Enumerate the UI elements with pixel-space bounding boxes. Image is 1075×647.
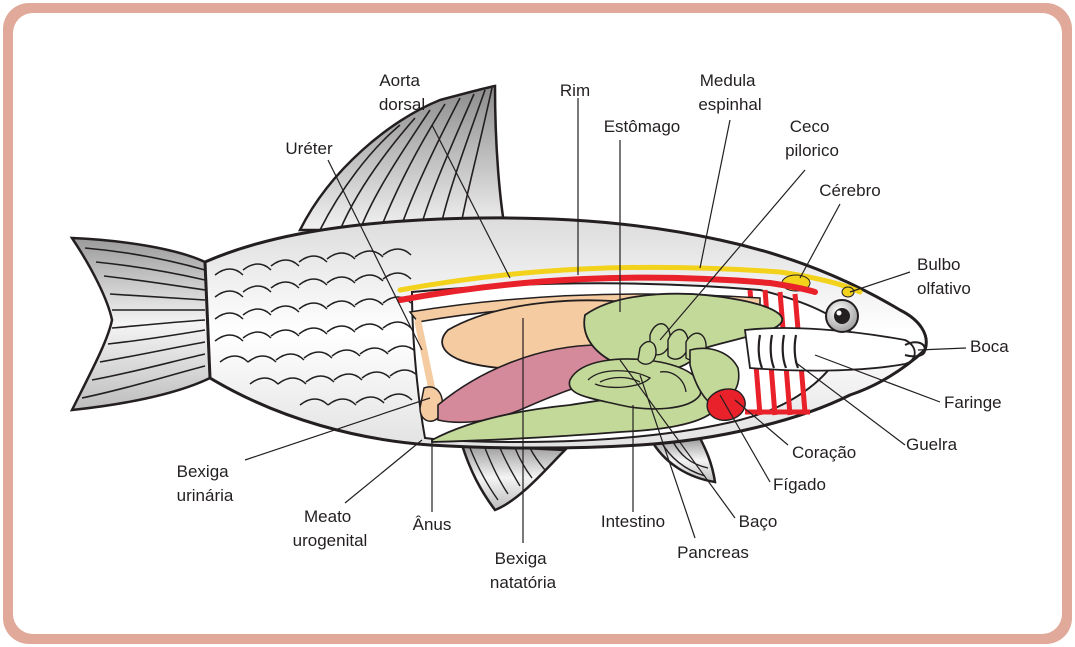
label-faringe: Faringe	[944, 393, 1002, 412]
label-rim: Rim	[560, 81, 590, 100]
label-guelra: Guelra	[906, 435, 958, 454]
olfactory-bulb	[842, 287, 854, 297]
eye-glint	[837, 311, 842, 316]
label-baco: Baço	[739, 512, 778, 531]
label-boca: Boca	[970, 337, 1009, 356]
label-cerebro: Cérebro	[819, 181, 880, 200]
label-pancreas: Pancreas	[677, 543, 749, 562]
eye-pupil	[834, 308, 850, 324]
label-ureter: Uréter	[285, 139, 333, 158]
label-intestino: Intestino	[601, 512, 665, 531]
label-figado: Fígado	[773, 475, 826, 494]
label-anus: Ânus	[413, 515, 452, 534]
label-estomago: Estômago	[604, 117, 681, 136]
label-coracao: Coração	[792, 443, 856, 462]
